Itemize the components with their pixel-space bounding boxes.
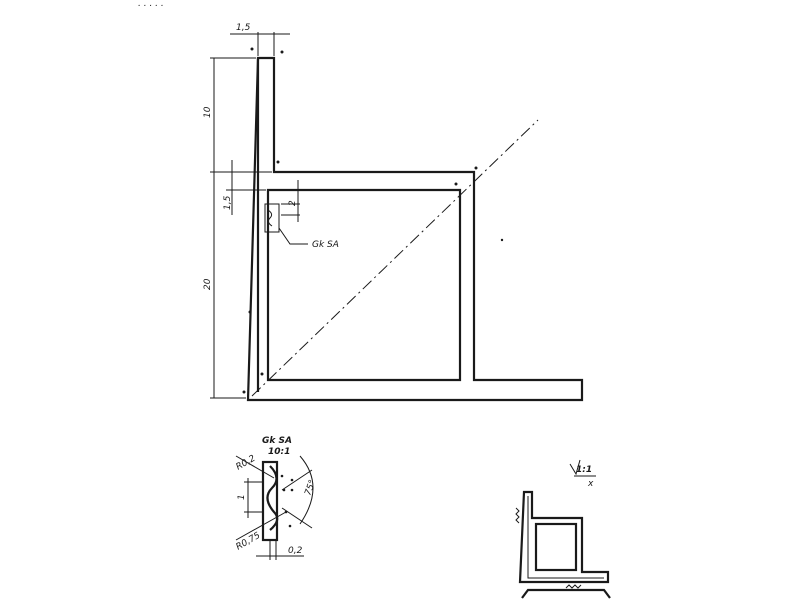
main-dimensions: 1,5 10 20 1,5 2	[203, 23, 300, 399]
detail-angle: 75°	[303, 479, 318, 497]
detail-radius-top: R0,2	[235, 454, 258, 473]
callout-leader	[278, 227, 308, 245]
dim-groove-depth: 2	[288, 200, 298, 206]
dim-wall-thickness: 1,5	[223, 195, 233, 210]
profile-inner-box	[266, 188, 462, 382]
radius-bottom-leader	[235, 511, 287, 541]
dim-lower-height: 20	[203, 278, 213, 290]
wavy-mark-bottom	[565, 584, 582, 589]
corner-dot	[248, 310, 252, 314]
diagonal-centerline	[251, 119, 539, 397]
small-profile-inner-line	[527, 496, 604, 579]
angle-line	[281, 469, 313, 491]
detail-width: 0,2	[288, 546, 303, 556]
corner-dot	[474, 166, 478, 170]
detail-height: 1	[237, 494, 247, 500]
detail-dot	[280, 474, 284, 478]
detail-dot	[288, 524, 292, 528]
surface-scale: 1:1	[576, 465, 592, 475]
detail-title: Gk SA	[262, 436, 292, 446]
callout-label: Gk SA	[312, 240, 339, 250]
small-profile-box	[534, 522, 578, 572]
angle-arc	[299, 455, 314, 525]
small-profile-outer	[518, 490, 610, 584]
corner-dot	[500, 238, 504, 242]
corner-dot	[250, 47, 254, 51]
surface-roughness-x: x	[587, 479, 594, 489]
groove-curve	[267, 209, 273, 227]
detail-view: Gk SA 10:1 R0,2 R0,75 75° 1 0,2	[235, 436, 318, 560]
base-bracket	[521, 588, 611, 599]
detail-radius-bottom: R0,75	[235, 531, 263, 553]
detail-dot	[290, 478, 294, 482]
main-profile: Gk SA	[242, 47, 584, 402]
detail-dot	[290, 488, 294, 492]
detail-groove-curve	[266, 465, 279, 531]
corner-dot	[280, 50, 284, 54]
header-mark: . . . . .	[138, 0, 164, 9]
detail-dot	[284, 510, 288, 514]
detail-dot	[282, 488, 286, 492]
wavy-mark-left	[515, 507, 520, 524]
dim-top-width: 1,5	[236, 23, 251, 33]
corner-dot	[276, 160, 280, 164]
corner-dot	[242, 390, 246, 394]
radius-top-leader	[235, 455, 275, 479]
dim-upper-height: 10	[203, 106, 213, 118]
profile-outer-contour	[246, 56, 584, 402]
surface-view: 1:1 x	[515, 459, 611, 599]
corner-dot	[454, 182, 458, 186]
groove-detail-box	[264, 203, 280, 233]
corner-dot	[260, 372, 264, 376]
detail-scale: 10:1	[268, 447, 290, 457]
roughness-symbol	[569, 459, 581, 476]
